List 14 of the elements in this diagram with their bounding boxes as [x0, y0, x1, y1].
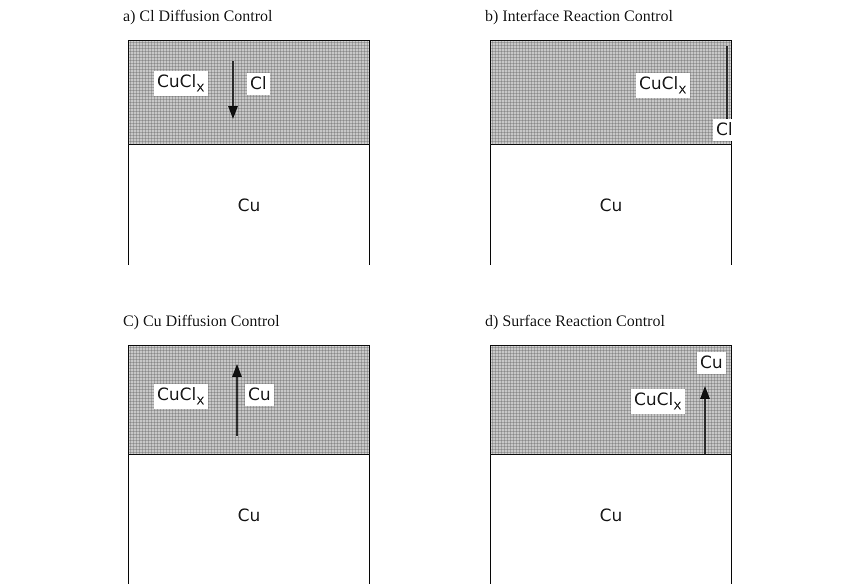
layer-label: CuCl$_{x}$ — [636, 73, 690, 98]
layer-label: CuCl$_{x}$ — [631, 389, 685, 414]
layer-label: CuCl$_{x}$ — [154, 384, 208, 410]
panel-title: a) Cl Diffusion Control — [123, 8, 272, 26]
panel-title: b) Interface Reaction Control — [485, 8, 673, 26]
species-label: Cu — [697, 352, 726, 374]
species-label: Cu — [245, 384, 274, 406]
panel-title: C) Cu Diffusion Control — [123, 313, 280, 331]
layer-label: CuCl$_{x}$ — [154, 71, 208, 96]
panel-title: d) Surface Reaction Control — [485, 313, 665, 331]
species-label: Cl — [247, 73, 270, 95]
shaded-layer — [491, 345, 731, 455]
shaded-layer — [129, 345, 369, 455]
shaded-layer — [129, 40, 369, 145]
